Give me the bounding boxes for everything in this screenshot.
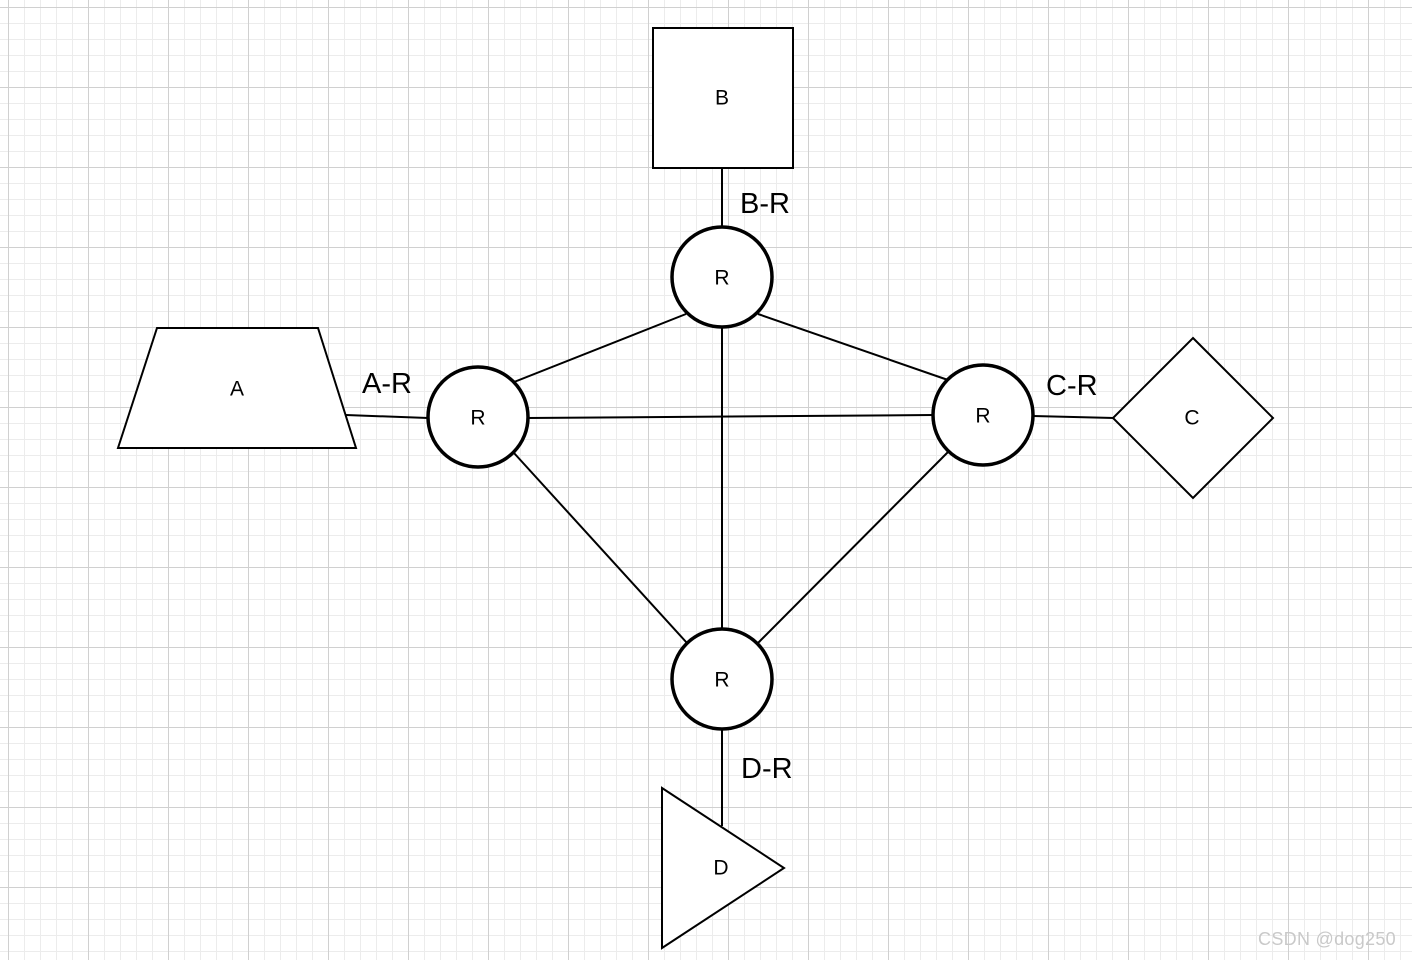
- triangle-shape: [661, 786, 786, 950]
- edge-router-top-router-right[interactable]: [757, 313, 949, 381]
- diamond-shape: [1111, 336, 1275, 500]
- router-left[interactable]: R: [426, 365, 530, 469]
- node-d[interactable]: D: [661, 786, 786, 950]
- edge-router-left-router-bottom[interactable]: [513, 452, 688, 644]
- edge-label-b-r: B-R: [740, 188, 790, 220]
- router-circle: [931, 363, 1035, 467]
- router-circle: [426, 365, 530, 469]
- node-a-label: A: [230, 378, 244, 401]
- router-right[interactable]: R: [931, 363, 1035, 467]
- router-bottom-label: R: [714, 669, 729, 692]
- edge-router-right-router-bottom[interactable]: [756, 451, 949, 645]
- node-b-label: B: [715, 87, 729, 110]
- trapezoid-shape: [116, 327, 358, 449]
- router-top[interactable]: R: [670, 225, 774, 329]
- router-circle: [670, 627, 774, 731]
- edge-a-router-left[interactable]: [345, 414, 429, 419]
- edge-router-left-router-right[interactable]: [526, 414, 934, 419]
- edge-label-c-r: C-R: [1046, 370, 1098, 402]
- node-b[interactable]: B: [652, 27, 794, 169]
- edge-router-top-router-left[interactable]: [513, 313, 687, 383]
- node-c[interactable]: C: [1111, 336, 1275, 500]
- edge-label-a-r: A-R: [362, 368, 412, 400]
- edge-label-d-r: D-R: [741, 753, 793, 785]
- router-top-label: R: [714, 267, 729, 290]
- watermark: CSDN @dog250: [1258, 929, 1396, 949]
- router-left-label: R: [470, 407, 485, 430]
- node-a[interactable]: A: [116, 327, 358, 449]
- edges: [345, 168, 1115, 826]
- edge-c-router-right[interactable]: [1032, 415, 1115, 419]
- router-bottom[interactable]: R: [670, 627, 774, 731]
- node-d-label: D: [713, 857, 728, 880]
- square-shape: [652, 27, 794, 169]
- node-c-label: C: [1184, 407, 1199, 430]
- router-right-label: R: [975, 405, 990, 428]
- router-circle: [670, 225, 774, 329]
